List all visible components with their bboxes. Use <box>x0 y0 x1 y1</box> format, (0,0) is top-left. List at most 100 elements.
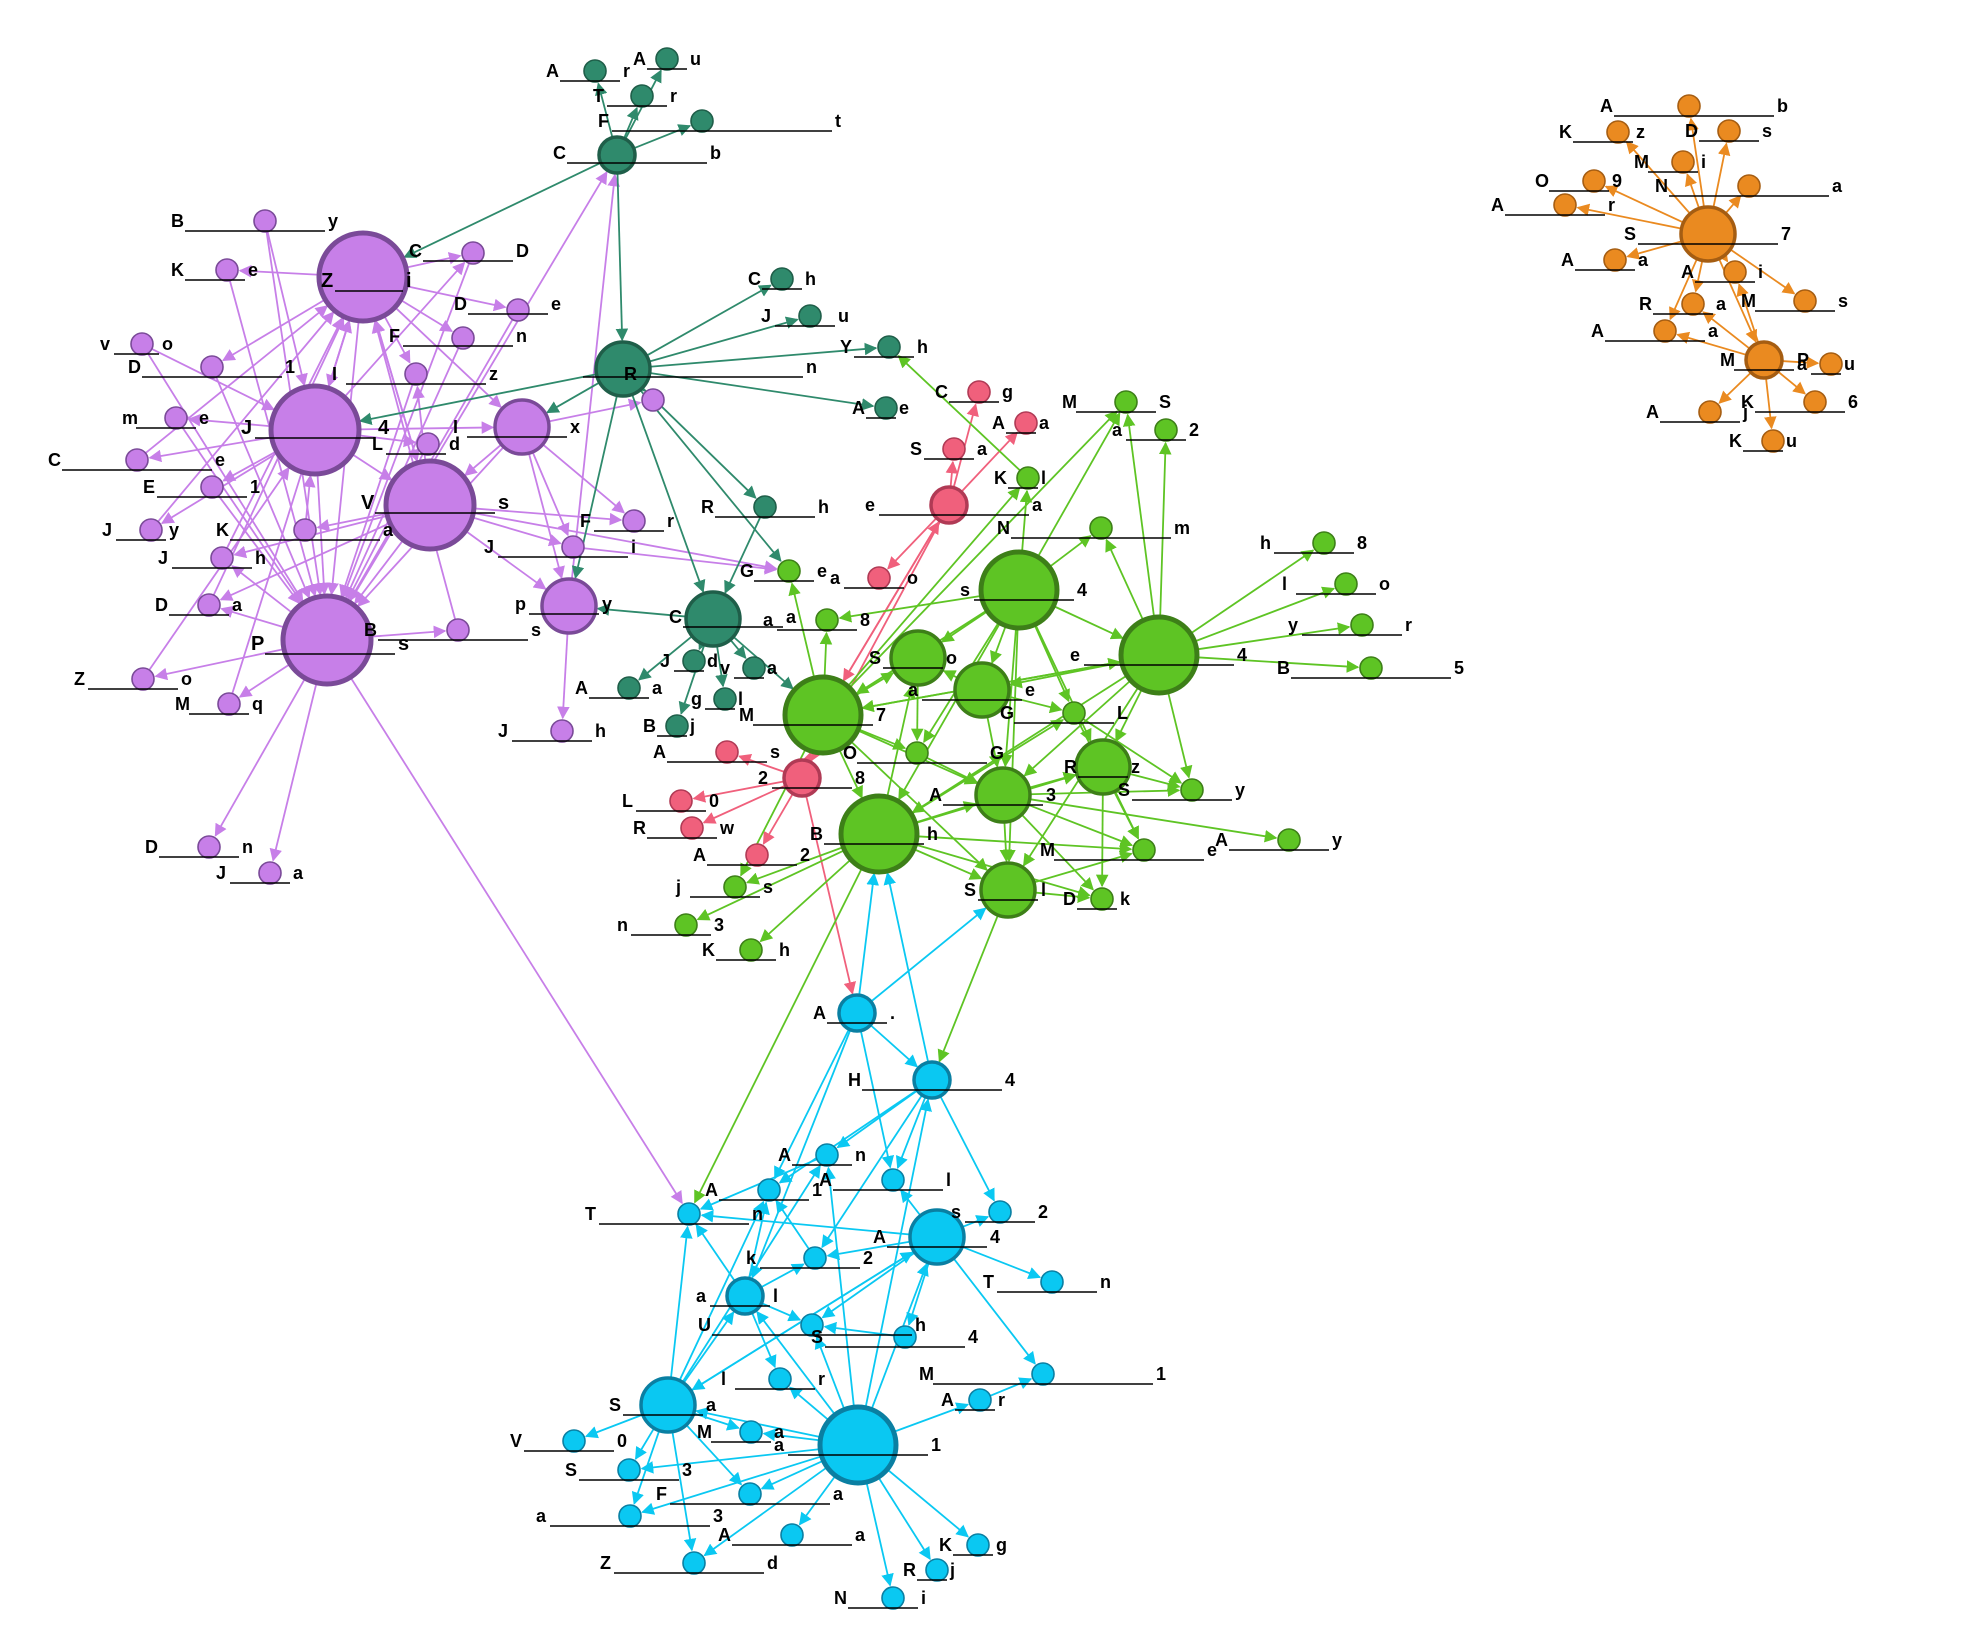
node-p-r[interactable] <box>641 388 665 412</box>
node-o-ai[interactable] <box>1723 260 1747 284</box>
node-c-lr[interactable] <box>768 1367 792 1391</box>
node-p-fn[interactable] <box>451 326 475 350</box>
node-o-s7[interactable] <box>1679 205 1737 263</box>
node-c-ni[interactable] <box>881 1586 905 1610</box>
node-c-tn[interactable] <box>677 1202 701 1226</box>
node-c-a3[interactable] <box>618 1504 642 1528</box>
node-p-dn[interactable] <box>197 835 221 859</box>
node-p-iz[interactable] <box>404 362 428 386</box>
node-o-ds[interactable] <box>1717 119 1741 143</box>
node-p-ix[interactable] <box>493 398 551 456</box>
node-g-a3[interactable] <box>974 766 1032 824</box>
node-g-s4[interactable] <box>978 549 1060 631</box>
node-o-au[interactable] <box>1819 352 1843 376</box>
node-c-tn2[interactable] <box>1040 1270 1064 1294</box>
node-k-28[interactable] <box>782 758 822 798</box>
node-t-ch[interactable] <box>770 267 794 291</box>
node-g-sy[interactable] <box>1180 778 1204 802</box>
node-g-m7[interactable] <box>782 674 864 756</box>
node-c-al[interactable] <box>725 1276 765 1316</box>
node-o-ku[interactable] <box>1761 429 1785 453</box>
node-c-ar[interactable] <box>968 1388 992 1412</box>
node-o-na[interactable] <box>1737 174 1761 198</box>
node-c-a4[interactable] <box>908 1208 966 1266</box>
node-p-e1[interactable] <box>200 475 224 499</box>
node-p-zi[interactable] <box>316 230 410 324</box>
node-g-dk[interactable] <box>1090 887 1114 911</box>
node-t-ju[interactable] <box>798 304 822 328</box>
node-c-uh[interactable] <box>800 1313 824 1337</box>
node-o-aa2[interactable] <box>1653 319 1677 343</box>
node-g-og[interactable] <box>905 741 929 765</box>
node-g-b5[interactable] <box>1359 656 1383 680</box>
node-o-ab[interactable] <box>1677 94 1701 118</box>
node-g-ae[interactable] <box>953 661 1011 719</box>
node-t-ar[interactable] <box>583 59 607 83</box>
node-p-me[interactable] <box>164 406 188 430</box>
node-o-ra[interactable] <box>1681 292 1705 316</box>
node-c-ai[interactable] <box>881 1168 905 1192</box>
node-p-zo[interactable] <box>131 667 155 691</box>
node-k-rw[interactable] <box>680 816 704 840</box>
node-k-a2[interactable] <box>745 843 769 867</box>
node-t-yh[interactable] <box>877 335 901 359</box>
node-o-o9[interactable] <box>1582 169 1606 193</box>
node-p-ps[interactable] <box>280 593 374 687</box>
node-p-jh[interactable] <box>210 546 234 570</box>
node-g-me[interactable] <box>1132 838 1156 862</box>
node-p-py[interactable] <box>540 577 598 635</box>
node-c-s4[interactable] <box>893 1325 917 1349</box>
node-k-aa[interactable] <box>1014 411 1038 435</box>
node-g-gl[interactable] <box>1062 701 1086 725</box>
node-g-bh[interactable] <box>838 793 920 875</box>
node-t-au[interactable] <box>655 47 679 71</box>
node-c-s3[interactable] <box>617 1458 641 1482</box>
node-p-j4[interactable] <box>268 383 362 477</box>
node-g-n3[interactable] <box>674 913 698 937</box>
node-c-s2[interactable] <box>988 1200 1012 1224</box>
node-p-fr[interactable] <box>622 509 646 533</box>
node-c-an[interactable] <box>815 1143 839 1167</box>
node-o-mi[interactable] <box>1671 150 1695 174</box>
node-p-d1[interactable] <box>200 355 224 379</box>
node-c-v0[interactable] <box>562 1429 586 1453</box>
node-o-aa[interactable] <box>1603 248 1627 272</box>
node-g-kl[interactable] <box>1016 466 1040 490</box>
node-p-ce[interactable] <box>125 448 149 472</box>
node-c-rj[interactable] <box>925 1558 949 1582</box>
node-c-a1b[interactable] <box>757 1178 781 1202</box>
node-p-ka[interactable] <box>293 518 317 542</box>
node-g-yr[interactable] <box>1350 613 1374 637</box>
node-k-as[interactable] <box>715 740 739 764</box>
node-c-m1[interactable] <box>1031 1362 1055 1386</box>
node-c-h4[interactable] <box>912 1060 952 1100</box>
node-g-h8[interactable] <box>1312 531 1336 555</box>
node-g-rz[interactable] <box>1074 738 1132 796</box>
node-p-ke[interactable] <box>215 258 239 282</box>
node-g-so[interactable] <box>889 629 947 687</box>
node-o-kz[interactable] <box>1606 120 1630 144</box>
node-t-ca[interactable] <box>684 590 742 648</box>
node-g-a8[interactable] <box>815 608 839 632</box>
node-c-a1[interactable] <box>817 1404 899 1486</box>
node-p-ld[interactable] <box>416 432 440 456</box>
node-t-cb[interactable] <box>597 135 637 175</box>
node-p-da[interactable] <box>197 593 221 617</box>
node-t-ae[interactable] <box>874 396 898 420</box>
node-g-lo[interactable] <box>1334 572 1358 596</box>
node-t-jd[interactable] <box>682 649 706 673</box>
node-g-a2[interactable] <box>1154 418 1178 442</box>
node-p-jh2[interactable] <box>550 719 574 743</box>
node-p-de[interactable] <box>506 298 530 322</box>
node-t-n[interactable] <box>594 340 652 398</box>
node-t-ft[interactable] <box>690 109 714 133</box>
node-k-l0[interactable] <box>669 789 693 813</box>
node-g-ay[interactable] <box>1277 828 1301 852</box>
node-g-js[interactable] <box>723 875 747 899</box>
node-p-bs[interactable] <box>446 618 470 642</box>
node-c-kg[interactable] <box>966 1533 990 1557</box>
node-t-bj[interactable] <box>665 714 689 738</box>
node-c-k2[interactable] <box>803 1246 827 1270</box>
node-g-e4[interactable] <box>1118 614 1200 696</box>
node-o-ms[interactable] <box>1793 289 1817 313</box>
